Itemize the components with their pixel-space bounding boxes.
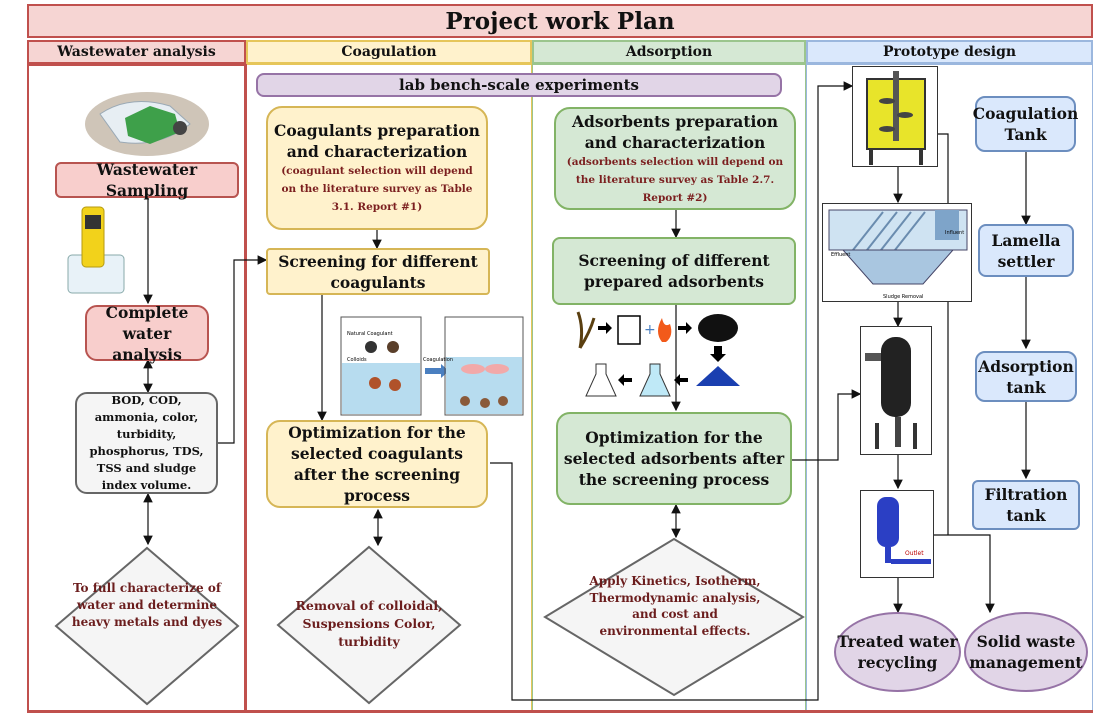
filtration-tank-box: Filtration tank [972, 480, 1080, 530]
adsorbents-optimization-box: Optimization for the selected adsorbents… [556, 412, 792, 505]
charcoal-icon [698, 314, 738, 342]
beaker-label-natural: Natural Coagulant [347, 331, 393, 337]
solid-waste-ellipse: Solid waste management [964, 612, 1088, 692]
column-header-prototype: Prototype design [806, 40, 1093, 64]
column-header-adsorption: Adsorption [532, 40, 806, 64]
tank-icon [852, 66, 938, 167]
flame-icon [658, 318, 672, 342]
flask-icon [639, 363, 671, 397]
filter-column-icon: Outlet [860, 490, 934, 578]
adsorbents-preparation-box: Adsorbents preparation and characterizat… [554, 107, 796, 210]
goal-text: To full characterize of water and determ… [71, 581, 223, 629]
adsorbents-screening-box: Screening of different prepared adsorben… [552, 237, 796, 305]
adsorbent-process-icon: + [576, 311, 740, 397]
adsorption-outcome-text: Apply Kinetics, Isotherm, Thermodynamic … [589, 574, 761, 638]
plant-icon [576, 311, 596, 349]
column-header-coagulation: Coagulation [246, 40, 532, 64]
treated-water-ellipse: Treated water recycling [834, 612, 961, 692]
adsorbents-preparation-note: (adsorbents selection will depend on the… [566, 155, 784, 204]
column-header-wastewater: Wastewater analysis [27, 40, 246, 64]
lamella-label-sludge: Sludge Removal [883, 294, 923, 300]
coagulants-preparation-box: Coagulants preparation and characterizat… [266, 106, 488, 230]
coagulation-outcome-text: Removal of colloidal, Suspensions Color,… [295, 598, 443, 649]
coagulation-outcome-diamond [276, 545, 462, 705]
svg-text:+: + [644, 322, 656, 338]
beaker-icon: Natural Coagulant Colloids Coagulation [340, 316, 524, 416]
lamella-settler-box: Lamella settler [978, 224, 1074, 277]
beaker-label-colloids: Colloids [347, 357, 367, 363]
outlet-label: Outlet [905, 550, 924, 557]
hand-sampling-icon [85, 92, 209, 156]
adsorption-outcome-diamond [543, 537, 805, 697]
coagulants-screening-box: Screening for different coagulants [266, 248, 490, 295]
wastewater-sampling-box: Wastewater Sampling [55, 160, 239, 200]
coagulants-preparation-note: (coagulant selection will depend on the … [281, 165, 473, 213]
water-parameters-box: BOD, COD, ammonia, color, turbidity, pho… [75, 392, 218, 494]
column-divider [244, 64, 247, 712]
lamella-settler-icon: Effluent Influent Sludge Removal [822, 203, 972, 302]
beaker-label-coagulation: Coagulation [423, 357, 453, 363]
page-title: Project work Plan [27, 4, 1093, 38]
lamella-label-effluent: Effluent [831, 252, 850, 258]
coagulants-preparation-title: Coagulants preparation and characterizat… [274, 121, 480, 161]
powder-icon [696, 366, 740, 386]
ph-meter-icon [67, 206, 125, 294]
adsorption-tank-box: Adsorption tank [975, 351, 1077, 402]
adsorption-column-icon [860, 326, 932, 455]
lamella-label-influent: Influent [945, 230, 964, 236]
adsorbents-preparation-title: Adsorbents preparation and characterizat… [572, 111, 778, 152]
coagulation-tank-box: Coagulation Tank [973, 96, 1078, 152]
bottom-border [27, 710, 1093, 713]
complete-water-analysis-box: Complete water analysis [85, 303, 209, 364]
goal-diamond [54, 546, 240, 706]
coagulants-optimization-box: Optimization for the selected coagulants… [266, 420, 488, 508]
lab-bench-banner: lab bench-scale experiments [256, 73, 782, 97]
